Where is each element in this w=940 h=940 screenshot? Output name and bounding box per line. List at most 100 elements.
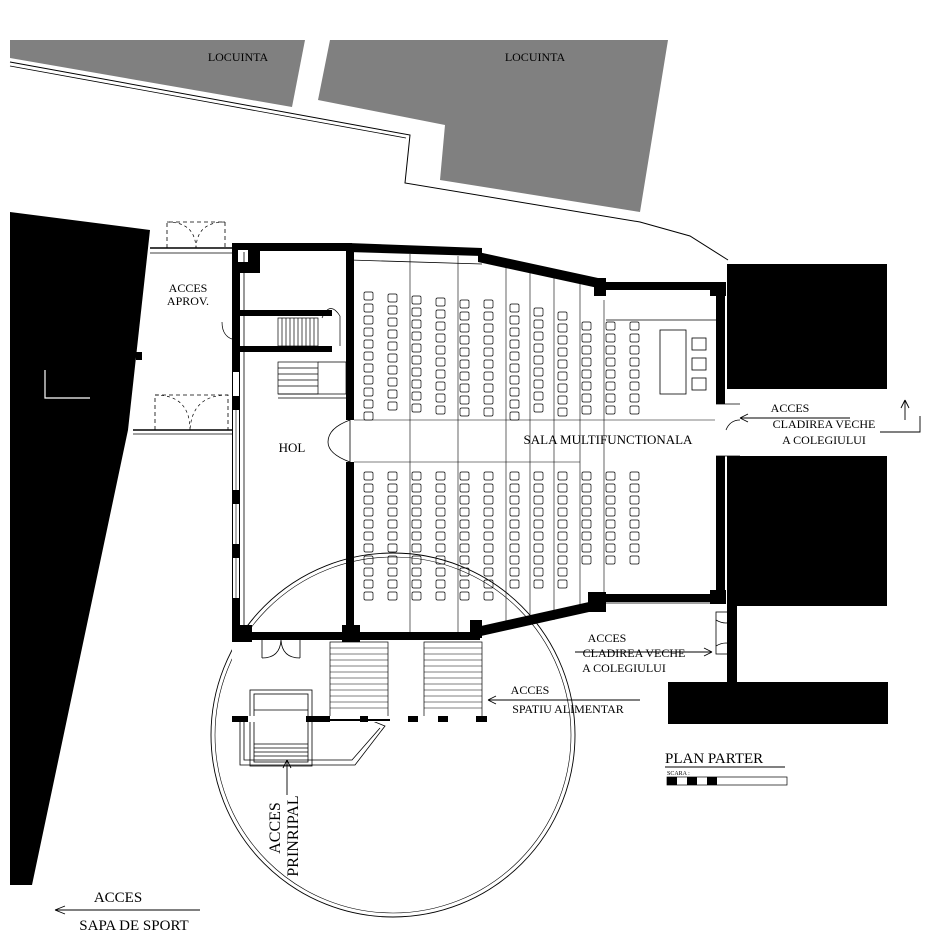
label-acces-cladire-2-a: ACCES [588,631,627,645]
seat [435,531,446,541]
seat [411,519,422,529]
seat [435,483,446,493]
seat [509,315,520,325]
aprov-door-top [166,221,226,248]
seat [557,471,568,481]
seat [483,591,494,601]
seat [411,391,422,401]
access-arrows [54,399,921,915]
seat [509,579,520,589]
plan-title: PLAN PARTER [665,751,763,767]
label-acces-principal-a: ACCES [267,802,284,854]
seat [435,321,446,331]
seat [533,331,544,341]
seat [459,407,470,417]
seat [363,555,374,565]
seat [509,507,520,517]
aprov-door-bottom [154,394,229,430]
south-east-window [606,599,710,604]
sala-row-lines [354,254,716,634]
seat [459,359,470,369]
seat [509,531,520,541]
seat [557,395,568,405]
stair-landing [330,719,390,721]
aprov-door-bottom-swing [154,394,229,431]
seat [581,543,592,553]
seat [363,483,374,493]
seat [459,383,470,393]
seat [581,405,592,415]
seat [629,321,640,331]
seat [605,405,616,415]
seat [629,381,640,391]
seat [387,329,398,339]
seat [509,375,520,385]
seat [363,471,374,481]
scale-label: SCARA : [667,771,690,777]
seat [459,495,470,505]
stage-furniture [659,329,707,395]
seat [387,579,398,589]
seat [459,371,470,381]
hol-sala-door [327,419,351,463]
seat [533,531,544,541]
seat [581,393,592,403]
scale-bar [666,776,788,786]
label-acces-cladire-1-a: ACCES [771,401,810,415]
seat [387,317,398,327]
seat [387,591,398,601]
seat [459,311,470,321]
seat [629,543,640,553]
seat [363,351,374,361]
pillar-notch [238,250,248,262]
seat [483,519,494,529]
seat [363,411,374,421]
seat [509,567,520,577]
seat [435,297,446,307]
seat [435,405,446,415]
seat [411,307,422,317]
seat [557,507,568,517]
seat [435,567,446,577]
main-entrance-door [261,639,301,659]
seat [581,345,592,355]
seat [459,531,470,541]
seat [557,543,568,553]
seat [557,335,568,345]
seat [387,305,398,315]
seat [483,471,494,481]
seat [509,471,520,481]
seat [459,471,470,481]
seat [411,495,422,505]
seat [387,555,398,565]
seat [581,483,592,493]
seat [483,531,494,541]
aprov-door-top-swing [166,221,226,249]
seat [387,365,398,375]
seat [459,519,470,529]
seat [411,379,422,389]
seat [363,399,374,409]
east-door-gap [715,404,726,456]
seat [509,339,520,349]
seat [629,495,640,505]
seat [557,359,568,369]
seat [411,403,422,413]
seat [581,507,592,517]
seat [387,401,398,411]
seat [605,471,616,481]
label-acces-aprov-2: APROV. [167,294,209,308]
seat [483,507,494,517]
seat [435,555,446,565]
seat [435,369,446,379]
seat [363,315,374,325]
seat [459,591,470,601]
seat [629,393,640,403]
seat [387,471,398,481]
seat [363,327,374,337]
seat [459,555,470,565]
seat [533,379,544,389]
seat [435,579,446,589]
seat [363,567,374,577]
seat [557,555,568,565]
